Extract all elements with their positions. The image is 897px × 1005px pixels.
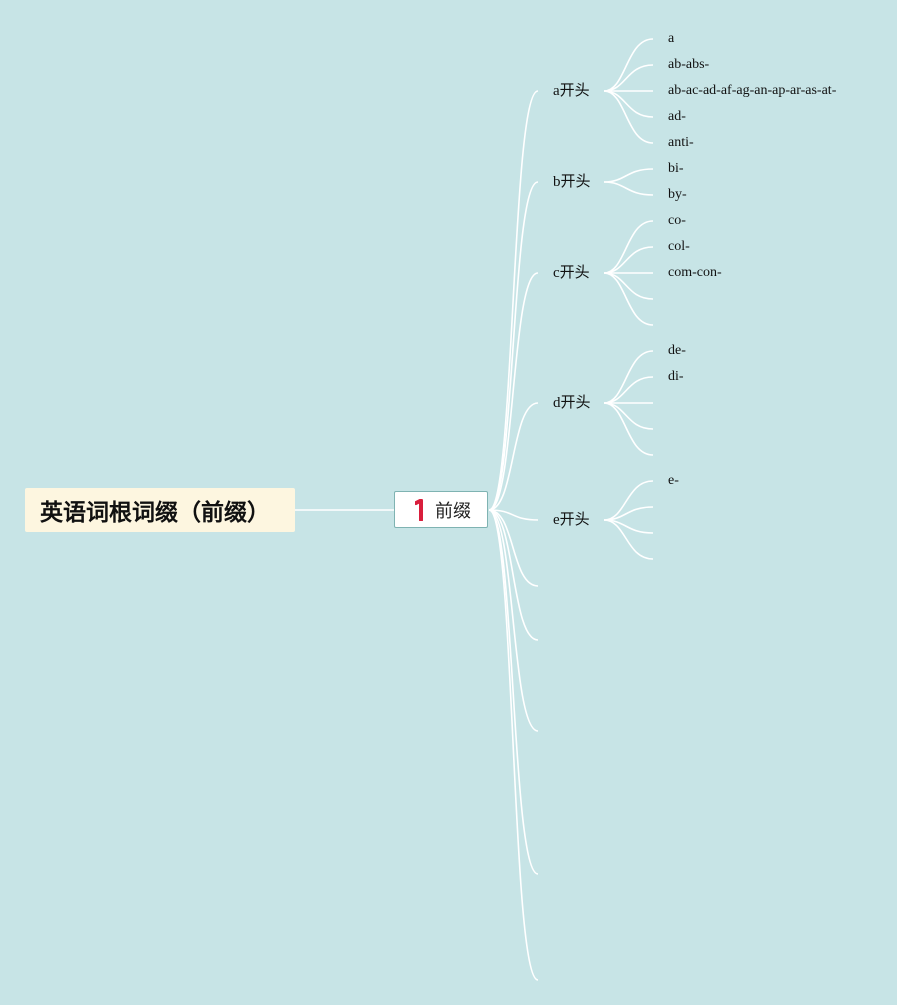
leaf-label[interactable]: com-con- <box>668 265 722 280</box>
leaf-label[interactable]: a <box>668 31 675 46</box>
category-connector-line <box>488 509 539 641</box>
leaf-connector-line <box>603 168 654 183</box>
category-connector-line <box>488 509 539 521</box>
root-topic[interactable]: 英语词根词缀（前缀） <box>25 488 295 532</box>
leaf-connector-line <box>603 519 654 560</box>
category-connector-line <box>488 509 539 732</box>
leaf-label[interactable]: e- <box>668 473 679 488</box>
category-connector-line <box>488 509 539 875</box>
leaf-label[interactable]: ab-abs- <box>668 57 710 72</box>
category-connector-line <box>488 90 539 511</box>
category-label[interactable]: b开头 <box>553 174 591 190</box>
root-topic-label: 英语词根词缀（前缀） <box>40 500 270 526</box>
leaf-label[interactable]: col- <box>668 239 690 254</box>
leaf-connector-line <box>603 90 654 144</box>
leaf-connector-line <box>603 38 654 92</box>
leaf-label[interactable]: co- <box>668 213 686 228</box>
main-topic-label: 前缀 <box>435 500 471 522</box>
leaf-connector-line <box>603 220 654 274</box>
category-label[interactable]: d开头 <box>553 395 591 411</box>
category-label[interactable]: a开头 <box>553 83 590 99</box>
category-label[interactable]: e开头 <box>553 512 590 528</box>
leaf-connector-line <box>603 402 654 430</box>
leaf-connector-line <box>603 376 654 404</box>
category-connector-line <box>488 181 539 511</box>
category-connector-line <box>488 402 539 511</box>
leaf-label[interactable]: de- <box>668 343 686 358</box>
category-label[interactable]: c开头 <box>553 265 590 281</box>
leaf-connector-line <box>603 402 654 456</box>
leaf-connector-line <box>603 350 654 404</box>
category-connector-line <box>488 509 539 587</box>
leaf-label[interactable]: ab-ac-ad-af-ag-an-ap-ar-as-at- <box>668 83 837 98</box>
main-topic-prefix[interactable]: 前缀 <box>394 491 488 528</box>
leaf-connector-line <box>603 480 654 521</box>
leaf-connector-line <box>603 246 654 274</box>
leaf-label[interactable]: bi- <box>668 161 684 176</box>
category-connector-line <box>488 509 539 981</box>
leaf-connector-line <box>603 272 654 326</box>
leaf-connector-line <box>603 181 654 196</box>
leaf-label[interactable]: di- <box>668 369 684 384</box>
leaf-label[interactable]: by- <box>668 187 687 202</box>
leaf-connector-line <box>603 272 654 300</box>
leaf-connector-line <box>603 64 654 92</box>
number-one-marker-icon <box>415 498 423 521</box>
leaf-connector-line <box>603 90 654 118</box>
leaf-label[interactable]: ad- <box>668 109 686 124</box>
category-connector-line <box>488 272 539 511</box>
leaf-label[interactable]: anti- <box>668 135 694 150</box>
